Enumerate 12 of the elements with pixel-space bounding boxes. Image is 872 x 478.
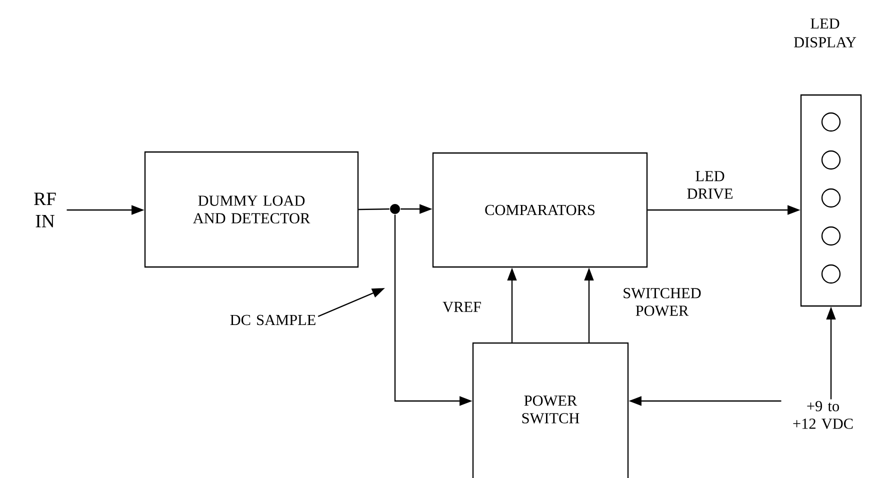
display-heading: LED DISPLAY	[794, 18, 856, 48]
supply-label: +9 to +12 VDC	[793, 401, 853, 429]
process-box: DUMMY LOAD AND DETECTOR	[144, 151, 359, 268]
junction-dot	[390, 204, 400, 214]
input-label: RF IN	[34, 192, 56, 228]
process-box: COMPARATORS	[432, 152, 648, 268]
process-box: POWER SWITCH	[472, 342, 629, 478]
callout-label: DC SAMPLE	[230, 314, 316, 326]
connector-line	[358, 208, 390, 210]
edge-label: LED DRIVE	[687, 171, 732, 199]
edge-label: SWITCHED POWER	[624, 288, 701, 316]
edge-label: VREF	[442, 302, 481, 312]
